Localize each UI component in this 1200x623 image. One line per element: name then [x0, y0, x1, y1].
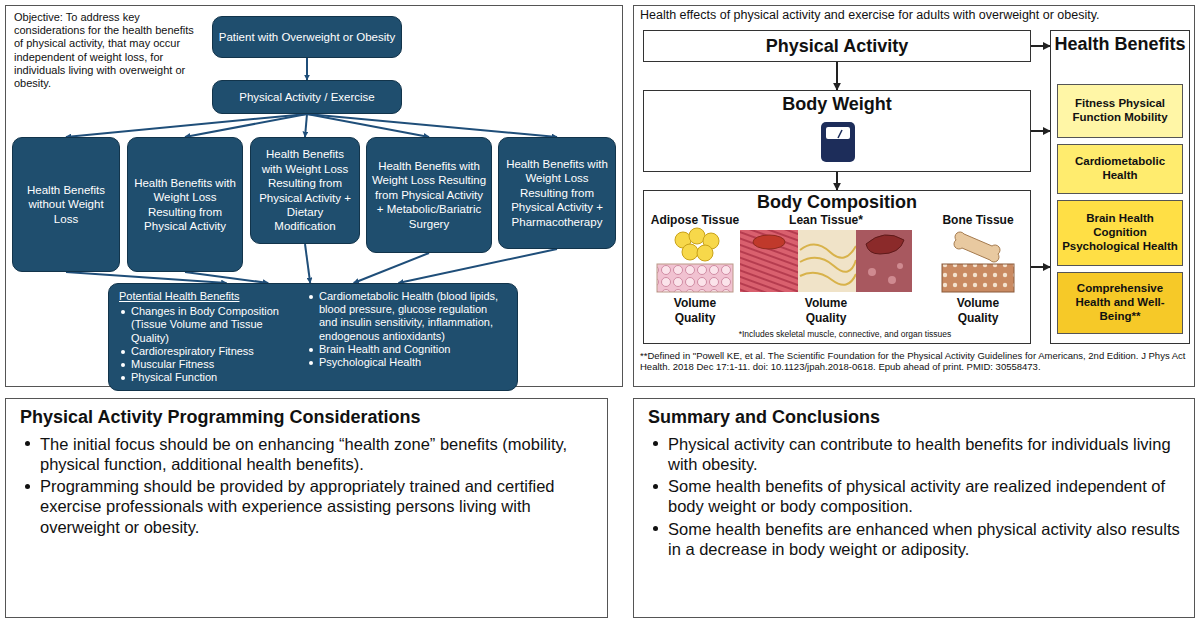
node-text: Quality	[932, 311, 1024, 325]
node-label: Objective: To address key considerations…	[14, 11, 204, 90]
node-text: Volume	[648, 296, 742, 310]
node-text: *Includes skeletal muscle, connective, a…	[730, 329, 960, 339]
flow-arrow	[185, 272, 268, 283]
flow-arrow	[305, 244, 310, 283]
process-box: Physical Activity / Exercise	[212, 80, 402, 114]
flow-arrow	[307, 114, 429, 137]
node-text: **Defined in "Powell KE, et al. The Scie…	[640, 350, 1190, 373]
bone-tissue-image	[942, 232, 1014, 292]
flow-arrow	[836, 172, 838, 190]
node-text: Physical Function	[119, 371, 297, 384]
flow-arrow	[66, 114, 307, 137]
node-label: Health Benefits with Weight Loss Resulti…	[255, 147, 355, 233]
figure-panel: Objective: To address key considerations…	[5, 5, 623, 387]
flow-arrow	[1031, 266, 1050, 268]
node-text: Volume	[932, 296, 1024, 310]
flow-arrow	[305, 114, 307, 137]
node-text: Brain Health and Cognition	[307, 343, 507, 356]
node-text: Cardiorespiratory Fitness	[119, 345, 297, 358]
adipose-tissue-image	[657, 228, 733, 292]
flow-arrow	[306, 58, 308, 80]
tissue-panel: Body CompositionAdipose TissueVolumeQual…	[643, 190, 1031, 344]
node-text: Quality	[648, 311, 742, 325]
outcome-box: Health Benefits without Weight Loss	[12, 137, 120, 272]
node-text: Changes in Body Composition (Tissue Volu…	[119, 305, 297, 345]
process-box: Physical Activity	[643, 30, 1031, 62]
node-text: Programming should be provided by approp…	[20, 476, 593, 536]
outcome-box: Health Benefits with Weight Loss Resulti…	[127, 137, 243, 272]
node-label: Fitness Physical Function Mobility	[1060, 97, 1180, 125]
node-text: Quality	[740, 311, 912, 325]
text-panel: Physical Activity Programming Considerat…	[5, 398, 608, 618]
node-text: Psychological Health	[307, 356, 507, 369]
flow-arrow	[1031, 45, 1050, 47]
benefit-list: Potential Health BenefitsChanges in Body…	[108, 283, 518, 391]
text-column: Potential Health BenefitsChanges in Body…	[119, 290, 297, 384]
node-label: Summary and Conclusions	[648, 407, 1180, 428]
node-label: Brain Health Cognition Psychological Hea…	[1060, 212, 1180, 253]
lean-tissue-image	[740, 230, 912, 292]
benefit-box: Cardiometabolic Health	[1057, 144, 1183, 194]
node-label: Health Benefits with Weight Loss Resulti…	[132, 176, 238, 234]
node-label: Health effects of physical activity and …	[640, 8, 1190, 22]
node-text: Muscular Fitness	[119, 358, 297, 371]
node-text: Some health benefits of physical activit…	[648, 476, 1180, 516]
node-label: Health Benefits	[1050, 34, 1190, 55]
node-text: Some health benefits are enhanced when p…	[648, 519, 1180, 559]
benefit-box: Fitness Physical Function Mobility	[1057, 84, 1183, 138]
node-label: Physical Activity	[766, 36, 908, 57]
node-text: Volume	[740, 296, 912, 310]
node-label: Health Benefits without Weight Loss	[17, 183, 115, 226]
node-label: Cardiometabolic Health	[1060, 155, 1180, 183]
text-panel: Summary and ConclusionsPhysical activity…	[633, 398, 1195, 618]
scale-icon	[821, 122, 855, 162]
outcome-box: Health Benefits with Weight Loss Resulti…	[498, 137, 616, 249]
outcome-box: Health Benefits with Weight Loss Resulti…	[366, 137, 492, 253]
node-text: Bone Tissue	[932, 213, 1024, 227]
process-box: Body Weight	[643, 90, 1031, 172]
flow-arrow	[307, 114, 557, 137]
node-text: Physical activity can contribute to heal…	[648, 434, 1180, 474]
node-label: Body Weight	[643, 94, 1031, 115]
node-label: Physical Activity / Exercise	[239, 90, 374, 104]
node-text: Lean Tissue*	[740, 213, 912, 227]
outcome-box: Health Benefits with Weight Loss Resulti…	[250, 137, 360, 244]
text-column: Cardiometabolic Health (blood lipids, bl…	[307, 290, 507, 369]
figure-panel: Health effects of physical activity and …	[633, 5, 1195, 387]
node-label: Health Benefits with Weight Loss Resulti…	[503, 157, 611, 229]
node-text: Cardiometabolic Health (blood lipids, bl…	[307, 290, 507, 343]
node-label: Body Composition	[643, 192, 1031, 213]
node-text: The initial focus should be on enhancing…	[20, 434, 593, 474]
node-label: Health Benefits with Weight Loss Resulti…	[371, 159, 487, 231]
benefit-box: Brain Health Cognition Psychological Hea…	[1057, 200, 1183, 266]
node-label: Comprehensive Health and Well-Being**	[1060, 282, 1180, 323]
flow-arrow	[185, 114, 307, 137]
node-label: Physical Activity Programming Considerat…	[20, 407, 593, 428]
node-label: Patient with Overweight or Obesity	[219, 30, 395, 44]
flow-arrow	[836, 62, 838, 90]
node-text: Adipose Tissue	[648, 213, 742, 227]
node-label: Potential Health Benefits	[119, 290, 297, 303]
start-box: Patient with Overweight or Obesity	[212, 16, 402, 58]
benefits-panel: Health BenefitsFitness Physical Function…	[1050, 30, 1190, 344]
flow-arrow	[1031, 130, 1050, 132]
flow-arrow	[398, 249, 557, 283]
benefit-box: Comprehensive Health and Well-Being**	[1057, 272, 1183, 334]
